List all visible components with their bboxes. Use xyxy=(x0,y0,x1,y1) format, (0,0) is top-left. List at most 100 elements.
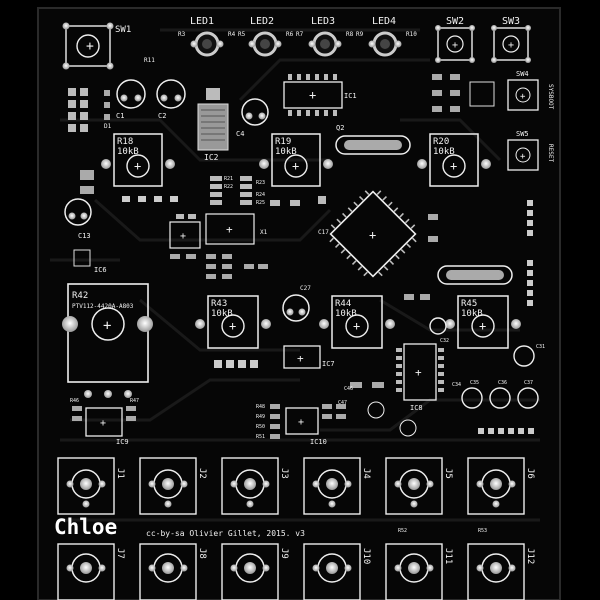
c46-label: C46 xyxy=(344,386,353,392)
r10-label: R10 xyxy=(406,31,417,38)
led-2: LED2 xyxy=(248,16,282,57)
header-pins-left: D1 xyxy=(68,88,112,132)
j12-label: J12 xyxy=(525,548,535,564)
c47-label: C47 xyxy=(338,400,347,406)
regulator-ic7: + IC7 xyxy=(283,345,335,369)
center-resistor-cluster: R21 R22 R23 R24 R25 + + X1 xyxy=(169,176,326,279)
svg-text:+: + xyxy=(309,88,316,102)
jack-j1[interactable]: J1 xyxy=(57,457,125,515)
pot-r43[interactable]: + R43 10kB xyxy=(195,295,271,349)
svg-text:+: + xyxy=(229,319,236,333)
r5-label: R5 xyxy=(238,31,246,38)
led-row: LED1 LED2 LED3 LED4 R3 R4 R5 R6 R7 R8 R9… xyxy=(178,16,417,57)
led-1: LED1 xyxy=(190,16,224,57)
jack-j10[interactable]: J10 xyxy=(303,543,371,600)
jack-j8[interactable]: J8 xyxy=(139,543,207,600)
switch-sw1[interactable]: + SW1 xyxy=(62,22,132,70)
d1-label: D1 xyxy=(104,123,112,130)
jack-j12[interactable]: J12 xyxy=(467,543,535,600)
c27-label: C27 xyxy=(300,285,311,292)
j2-label: J2 xyxy=(197,468,207,479)
sw4-label: SW4 xyxy=(516,70,529,78)
c13-label: C13 xyxy=(78,232,91,240)
chip-ic1: + IC1 xyxy=(283,74,357,116)
jack-j4[interactable]: J4 xyxy=(303,457,371,515)
copper-traces xyxy=(50,28,540,522)
board-title: Chloe xyxy=(54,515,117,539)
j10-label: J10 xyxy=(361,548,371,564)
sw3-label: SW3 xyxy=(502,16,520,27)
jack-j2[interactable]: J2 xyxy=(139,457,207,515)
pot-r42[interactable]: + R42 PTV112-4420A-A803 xyxy=(62,283,153,398)
ic6-label: IC6 xyxy=(94,266,107,274)
led2-label: LED2 xyxy=(250,16,274,27)
ic2-label: IC2 xyxy=(204,153,219,162)
pot-r19[interactable]: + R19 10kB xyxy=(259,133,333,187)
r25-label: R25 xyxy=(256,200,265,206)
c4-label: C4 xyxy=(236,130,244,138)
chip-ic9: + R46 R47 IC9 xyxy=(70,398,139,446)
svg-text:+: + xyxy=(520,152,526,162)
j8-label: J8 xyxy=(197,548,207,559)
reset-label: RESET xyxy=(547,144,554,162)
svg-text:+: + xyxy=(100,418,106,429)
switch-sw2[interactable]: + SW2 xyxy=(435,16,475,63)
regulator-ic2: IC2 xyxy=(197,88,229,162)
pot-r18[interactable]: + R18 10kB xyxy=(101,133,175,187)
jack-j6[interactable]: J6 xyxy=(467,457,535,515)
microcontroller-qfp: + C17 xyxy=(318,190,417,278)
jack-j7[interactable]: J7 xyxy=(57,543,125,600)
led-3: LED3 xyxy=(308,16,342,57)
chip-ic8: + IC8 xyxy=(396,343,444,412)
led3-label: LED3 xyxy=(311,16,335,27)
switch-sw3[interactable]: + SW3 xyxy=(491,16,531,63)
svg-text:+: + xyxy=(292,159,299,173)
led4-label: LED4 xyxy=(372,16,396,27)
jack-row-bottom: J7 J8 J9 J10 J11 xyxy=(57,543,535,600)
ic8-label: IC8 xyxy=(410,404,423,412)
switch-sw4[interactable]: + SW4 SYSBOOT xyxy=(507,70,554,111)
c1-label: C1 xyxy=(116,112,124,120)
pot-r44[interactable]: + R44 10kB xyxy=(319,295,395,349)
svg-text:+: + xyxy=(298,417,304,428)
svg-text:+: + xyxy=(353,319,360,333)
r20-label: R20 xyxy=(433,137,449,147)
c2-label: C2 xyxy=(158,112,166,120)
x1-label: X1 xyxy=(260,229,268,236)
right-cap-row: C34 C35 C36 C37 C31 xyxy=(429,317,545,434)
r52-label: R52 xyxy=(398,528,407,534)
j7-label: J7 xyxy=(115,548,125,559)
right-mid-components xyxy=(404,200,533,306)
svg-text:+: + xyxy=(508,40,514,51)
pot-r45[interactable]: + R45 10kB xyxy=(445,295,521,349)
r43-value: 10kB xyxy=(211,309,233,319)
sw2-label: SW2 xyxy=(446,16,464,27)
ic10-label: IC10 xyxy=(310,438,327,446)
r8-label: R8 xyxy=(346,31,354,38)
j1-label: J1 xyxy=(115,468,125,479)
sysboot-label: SYSBOOT xyxy=(547,84,554,110)
r4-label: R4 xyxy=(228,31,236,38)
r50-label: R50 xyxy=(256,424,265,430)
jack-j5[interactable]: J5 xyxy=(385,457,453,515)
svg-text:+: + xyxy=(450,159,457,173)
r45-value: 10kB xyxy=(461,309,483,319)
sw5-label: SW5 xyxy=(516,130,529,138)
j6-label: J6 xyxy=(525,468,535,479)
capacitor-c2: C2 xyxy=(156,79,186,120)
jack-j9[interactable]: J9 xyxy=(221,543,289,600)
sw1-label: SW1 xyxy=(115,25,131,35)
jack-j3[interactable]: J3 xyxy=(221,457,289,515)
r53-label: R53 xyxy=(478,528,487,534)
r19-value: 10kB xyxy=(275,147,297,157)
r19-label: R19 xyxy=(275,137,291,147)
switch-sw5[interactable]: + SW5 RESET xyxy=(507,130,554,171)
r22-label: R22 xyxy=(224,184,233,190)
c36-label: C36 xyxy=(498,380,507,386)
capacitor-c4: C4 xyxy=(236,98,269,138)
pot-r20[interactable]: + R20 10kB xyxy=(417,133,491,187)
capacitor-c1: C1 xyxy=(116,79,146,120)
r44-label: R44 xyxy=(335,299,351,309)
jack-j11[interactable]: J11 xyxy=(385,543,453,600)
